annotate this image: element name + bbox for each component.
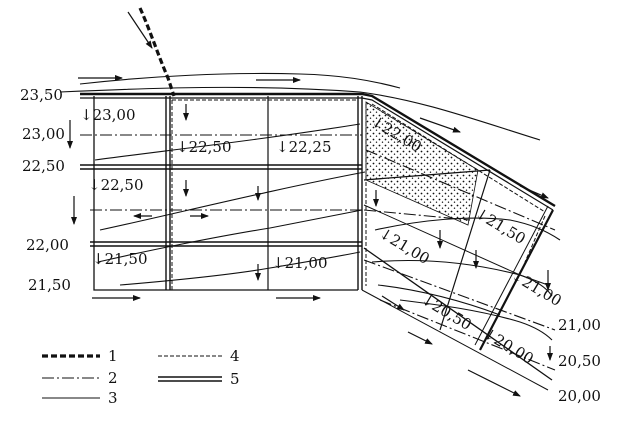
drain-line <box>80 97 554 211</box>
contour-line <box>79 72 401 89</box>
dashdot-line <box>379 299 556 371</box>
cell-mark: ↓20,00 <box>480 324 537 368</box>
flow-arrow <box>127 11 153 49</box>
dashdot-line <box>363 259 556 331</box>
cell-marks: ↓23,00 ↓22,50 ↓22,25 ↓22,50 ↓21,50 ↓21,0… <box>80 106 565 368</box>
cell-mark: ↓21,50 <box>92 250 148 268</box>
cell-mark: ↓21,00 <box>508 266 565 310</box>
contour-line <box>399 299 553 341</box>
contour-line <box>99 171 366 231</box>
collector-line <box>138 7 176 97</box>
cell-mark: ↓20,50 <box>418 290 475 334</box>
drain-line <box>363 204 549 286</box>
legend-number: 4 <box>230 347 240 365</box>
drain-line <box>479 209 554 351</box>
cell-mark: ↓21,50 <box>472 204 529 248</box>
legend-number: 2 <box>108 369 118 387</box>
elevation-label: 20,00 <box>558 387 601 405</box>
elevation-label: 22,00 <box>26 236 69 254</box>
dashdot-line <box>363 209 471 221</box>
elevation-label: 21,50 <box>28 276 71 294</box>
dashdot-lines <box>80 134 556 371</box>
flow-arrow <box>419 117 461 133</box>
cell-mark: ↓22,25 <box>276 138 332 156</box>
contour-line <box>377 284 501 316</box>
flow-arrow <box>467 369 521 397</box>
legend-number: 3 <box>108 389 118 407</box>
dashed-line <box>524 215 546 263</box>
flow-arrow <box>381 295 405 311</box>
contour-line <box>59 86 541 141</box>
cell-mark: ↓22,50 <box>176 138 232 156</box>
elevation-label: 21,00 <box>558 316 601 334</box>
dashed-line <box>371 103 546 213</box>
drain-line <box>93 96 358 291</box>
dashdot-line <box>365 149 556 231</box>
cell-mark: ↓23,00 <box>80 106 136 124</box>
drain-line <box>474 205 549 346</box>
elevation-label: 20,50 <box>558 352 601 370</box>
flow-arrows <box>67 11 553 397</box>
legend: 1 2 3 4 5 <box>42 347 240 407</box>
cell-mark: ↓21,00 <box>272 254 328 272</box>
contour-line <box>94 123 361 161</box>
elevation-label: 23,50 <box>20 86 63 104</box>
drain-line <box>363 247 553 381</box>
contour-line <box>97 209 363 263</box>
elevation-label: 23,00 <box>22 125 65 143</box>
collector-dashed-thick <box>138 7 176 97</box>
elevation-labels: 23,50 23,00 22,50 22,00 21,50 21,00 20,5… <box>20 86 601 405</box>
flow-arrow <box>407 331 433 345</box>
flow-arrow <box>519 185 549 199</box>
contour-line <box>371 259 553 297</box>
legend-number: 5 <box>230 370 240 388</box>
thin-dashed-lines <box>171 99 546 290</box>
cell-mark: ↓22,50 <box>88 176 144 194</box>
drain-line <box>80 92 556 208</box>
drain-line <box>361 289 549 391</box>
elevation-label: 22,50 <box>22 157 65 175</box>
legend-number: 1 <box>108 347 118 365</box>
